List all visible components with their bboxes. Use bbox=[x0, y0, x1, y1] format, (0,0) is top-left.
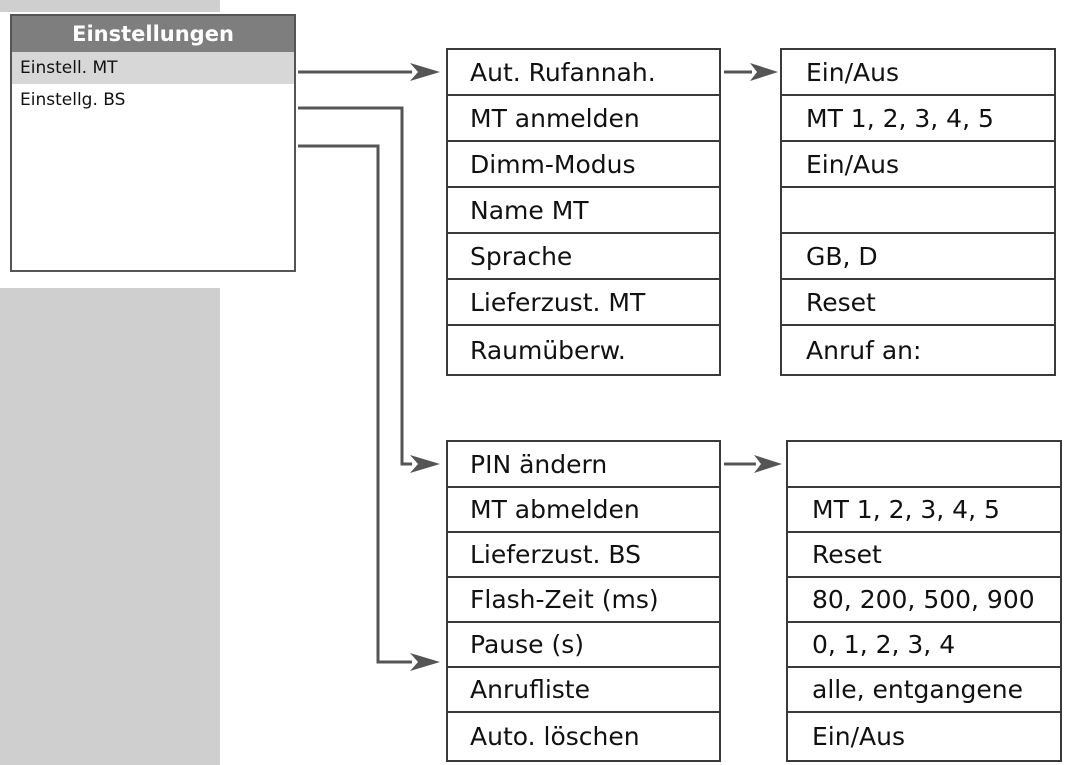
bs-row-label[interactable]: Auto. löschen bbox=[448, 711, 719, 760]
bs-row-value: alle, entgangene bbox=[788, 666, 1060, 711]
arrow-head-icon bbox=[410, 63, 440, 81]
settings-menu: Einstellungen Einstell. MT Einstellg. BS bbox=[10, 14, 296, 272]
mt-row-label[interactable]: MT anmelden bbox=[448, 94, 719, 140]
bs-row-label[interactable]: Anrufliste bbox=[448, 666, 719, 711]
bs-row-label[interactable]: PIN ändern bbox=[470, 449, 608, 479]
bs-row-label[interactable]: MT abmelden bbox=[448, 486, 719, 531]
arrow-head-icon bbox=[410, 455, 440, 473]
arrow-head-icon bbox=[410, 653, 440, 671]
mt-row-label[interactable]: Aut. Rufannah. bbox=[470, 57, 656, 87]
mt-row-label[interactable]: Dimm-Modus bbox=[448, 140, 719, 186]
mt-settings-values: Ein/Aus MT 1, 2, 3, 4, 5 Ein/Aus GB, D R… bbox=[780, 48, 1056, 376]
mt-row-value: MT 1, 2, 3, 4, 5 bbox=[782, 94, 1054, 140]
bs-row-value: Reset bbox=[788, 531, 1060, 576]
connector-bs-to-table bbox=[298, 106, 412, 466]
mt-row-value: Ein/Aus bbox=[806, 57, 899, 87]
mt-row-value: Ein/Aus bbox=[782, 140, 1054, 186]
bs-row-value: 0, 1, 2, 3, 4 bbox=[788, 621, 1060, 666]
menu-item-einstell-mt[interactable]: Einstell. MT bbox=[12, 52, 294, 84]
mt-row-value bbox=[782, 186, 1054, 232]
bs-row-value: Ein/Aus bbox=[788, 711, 1060, 760]
arrow-head-icon bbox=[750, 63, 778, 81]
mt-settings-labels: Aut. Rufannah. MT anmelden Dimm-Modus Na… bbox=[446, 48, 721, 376]
bs-row-label[interactable]: Lieferzust. BS bbox=[448, 531, 719, 576]
bs-row-value: MT 1, 2, 3, 4, 5 bbox=[788, 486, 1060, 531]
bs-row-label[interactable]: Pause (s) bbox=[448, 621, 719, 666]
menu-title: Einstellungen bbox=[12, 16, 294, 52]
mt-row-label[interactable]: Raumüberw. bbox=[448, 324, 719, 374]
side-panel-top bbox=[0, 0, 220, 12]
bs-row-value: 80, 200, 500, 900 bbox=[788, 576, 1060, 621]
mt-row-value: GB, D bbox=[782, 232, 1054, 278]
mt-row-value: Reset bbox=[782, 278, 1054, 324]
connector-anrufliste bbox=[298, 144, 412, 664]
mt-row-value: Anruf an: bbox=[782, 324, 1054, 374]
mt-row-label[interactable]: Name MT bbox=[448, 186, 719, 232]
bs-row-label[interactable]: Flash-Zeit (ms) bbox=[448, 576, 719, 621]
side-panel-bottom bbox=[0, 288, 220, 765]
mt-row-label[interactable]: Sprache bbox=[448, 232, 719, 278]
bs-settings-labels: PIN ändern MT abmelden Lieferzust. BS Fl… bbox=[446, 440, 721, 762]
arrow-head-icon bbox=[754, 455, 782, 473]
menu-item-einstellg-bs[interactable]: Einstellg. BS bbox=[20, 90, 126, 110]
bs-settings-values: MT 1, 2, 3, 4, 5 Reset 80, 200, 500, 900… bbox=[786, 440, 1062, 762]
mt-row-label[interactable]: Lieferzust. MT bbox=[448, 278, 719, 324]
